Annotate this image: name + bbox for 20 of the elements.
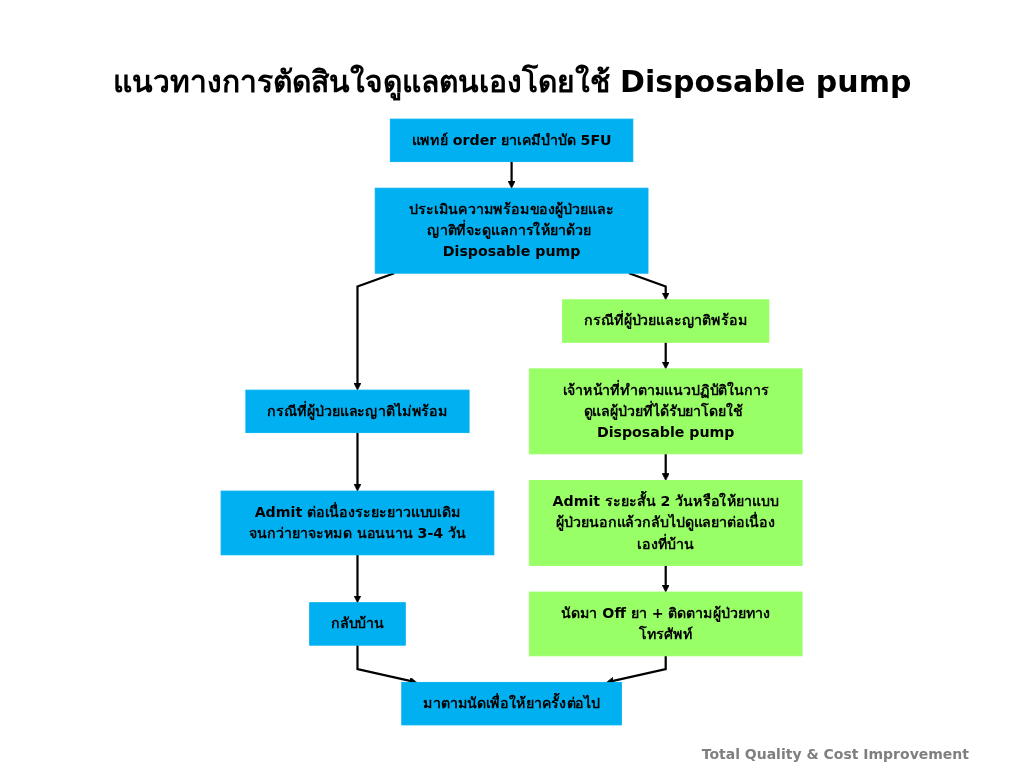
arrow: [662, 342, 670, 370]
arrow: [662, 453, 670, 481]
node-box: มาตามนัดเพื่อให้ยาครั้งต่อไป: [401, 681, 623, 726]
arrow: [354, 432, 362, 492]
footer-text: Total Quality & Cost Improvement: [701, 746, 969, 762]
arrow: [662, 565, 670, 593]
node-box: กลับบ้าน: [309, 602, 407, 646]
title: แนวทางการตัดสินใจดูแลตนเองโดยใช้ Disposable pump: [111, 63, 913, 103]
node-box: กรณีที่ผู้ป่วยและญาติพร้อม: [562, 299, 770, 343]
node-box: นัดมา Off ยา + ติดตามผู้ป่วยทางโทรศัพท์: [529, 591, 803, 657]
arrow: [629, 272, 670, 301]
node-box: เจ้าหน้าที่ทำตามแนวปฏิบัติในการดูแลผู้ป่วยที่ได้รับยาโดยใช้ Disposable pump: [529, 368, 803, 455]
node-box: แพทย์ order ยาเคมีบำบัด 5FU: [390, 118, 634, 163]
arrow: [354, 554, 362, 604]
node-box: Admit ระยะสั้น 2 วันหรือให้ยาแบบผู้ป่วยนอกแล้วกลับไปดูแลยาต่อเนื่องเองที่บ้าน: [529, 480, 803, 566]
node-box: ประเมินความพร้อมของผู้ป่วยและญาติที่จะดูแลการให้ยาด้วย Disposable pump: [375, 187, 649, 274]
arrow: [508, 161, 516, 189]
node-box: กรณีที่ผู้ป่วยและญาติไม่พร้อม: [245, 389, 470, 434]
arrow: [354, 272, 395, 391]
node-box: Admit ต่อเนื่องระยะยาวแบบเดิมจนกว่ายาจะหมด นอนนาน 3-4 วัน: [221, 490, 495, 556]
